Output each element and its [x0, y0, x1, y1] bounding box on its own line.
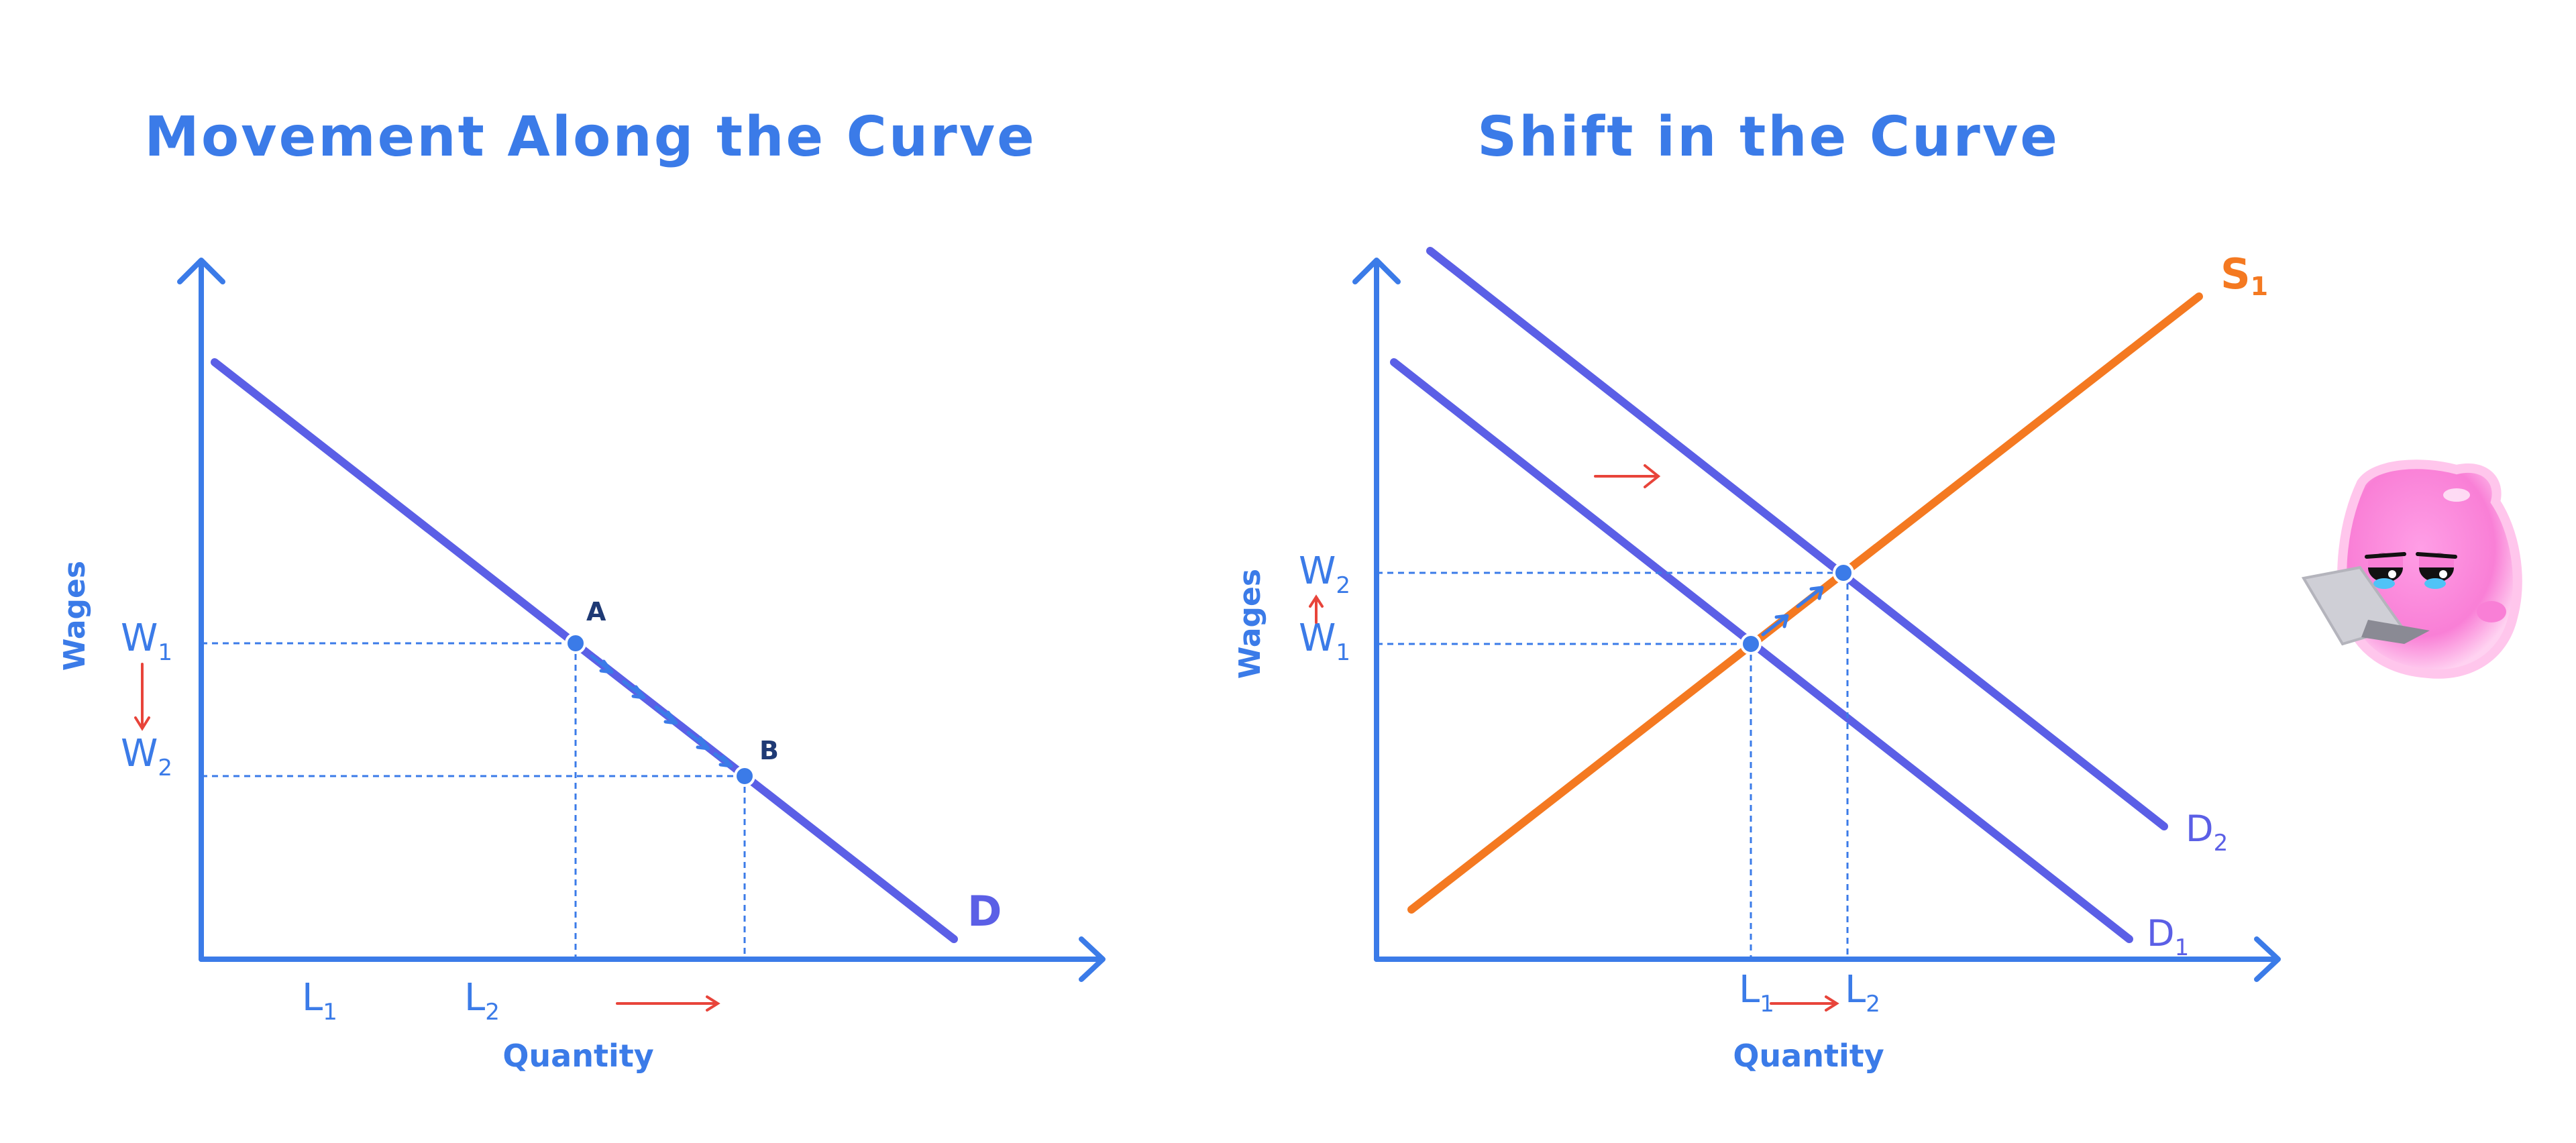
left-w2-label: W2 — [121, 732, 172, 781]
right-supply-curve — [1407, 292, 2203, 914]
right-d1-main: D — [2147, 912, 2175, 955]
right-x-axis-arrowhead — [2254, 936, 2281, 982]
left-l2-sub: 2 — [485, 999, 500, 1026]
right-supply-label: S1 — [2220, 250, 2268, 301]
left-l2-label: L2 — [464, 976, 500, 1026]
right-w2-label: W2 — [1299, 549, 1350, 599]
left-l1-sub: 1 — [323, 999, 337, 1026]
movement-arrow-2 — [622, 679, 646, 700]
left-point-b — [734, 765, 755, 787]
equilibrium-arrow-2 — [1796, 586, 1824, 608]
right-x-axis-label: Quantity — [1733, 1038, 1884, 1074]
left-panel-title: Movement Along the Curve — [144, 105, 1036, 169]
right-y-axis-arrowhead — [1352, 258, 1401, 284]
left-quantity-increase-arrow — [616, 995, 720, 1012]
right-l2-label: L2 — [1845, 968, 1880, 1018]
left-demand-curve — [211, 358, 958, 943]
right-l1-main: L — [1739, 968, 1760, 1012]
left-w1-label: W1 — [121, 616, 172, 666]
movement-arrow-3 — [654, 705, 678, 725]
right-l1-label: L1 — [1739, 968, 1774, 1018]
left-point-b-label: B — [759, 736, 779, 765]
left-guide-lines — [201, 642, 746, 959]
right-supply-sub: 1 — [2251, 272, 2268, 301]
right-guide-lines — [1377, 572, 1849, 959]
left-w2-sub: 2 — [158, 755, 172, 781]
right-w1-main: W — [1299, 616, 1336, 660]
pink-blob-with-laptop-icon — [2301, 459, 2522, 679]
laptop-icon — [2301, 565, 2430, 646]
right-l1-sub: 1 — [1760, 991, 1774, 1018]
left-l1-main: L — [302, 976, 323, 1020]
right-d1-label: D1 — [2147, 912, 2189, 961]
left-point-a-label: A — [586, 597, 606, 627]
left-w2-main: W — [121, 732, 158, 775]
right-demand-curve-d1 — [1390, 358, 2133, 943]
movement-arrow-5 — [713, 752, 733, 768]
right-w2-sub: 2 — [1336, 572, 1350, 599]
right-equilibrium-point-2 — [1833, 562, 1854, 584]
right-y-axis-label: Wages — [1233, 569, 1267, 679]
right-demand-shift-arrow — [1594, 464, 1661, 488]
left-y-axis-label: Wages — [58, 561, 92, 671]
right-axes — [1352, 258, 2281, 982]
left-l1-label: L1 — [302, 976, 337, 1026]
left-y-axis-arrowhead — [177, 258, 225, 284]
movement-arrow-4 — [686, 730, 710, 751]
left-axes — [177, 258, 1106, 982]
right-quantity-increase-arrow — [1770, 995, 1839, 1012]
mascot-eyes — [2365, 552, 2457, 589]
left-panel: Movement Along the Curve A — [58, 105, 1106, 1074]
left-x-axis-arrowhead — [1079, 936, 1106, 982]
equilibrium-arrow-1 — [1761, 614, 1789, 637]
left-x-axis-label: Quantity — [502, 1038, 653, 1074]
right-panel: Shift in the Curve — [1233, 105, 2281, 1074]
left-w1-sub: 1 — [158, 639, 172, 666]
right-supply-main: S — [2220, 250, 2251, 298]
right-panel-title: Shift in the Curve — [1477, 105, 2059, 169]
right-d2-label: D2 — [2186, 808, 2228, 857]
left-l2-main: L — [464, 976, 485, 1020]
right-w1-label: W1 — [1299, 616, 1350, 666]
right-w2-main: W — [1299, 549, 1336, 593]
right-l2-sub: 2 — [1866, 991, 1880, 1018]
right-d2-sub: 2 — [2214, 830, 2229, 857]
right-equilibrium-arrows — [1761, 586, 1824, 637]
movement-arrow-1 — [590, 654, 614, 674]
right-w1-sub: 1 — [1336, 639, 1350, 666]
right-d2-main: D — [2186, 808, 2214, 850]
mascot-hand — [2477, 601, 2506, 622]
right-wage-increase-arrow — [1309, 594, 1324, 624]
right-d1-sub: 1 — [2175, 934, 2190, 961]
mascot-highlight — [2443, 488, 2470, 502]
left-movement-arrows — [590, 654, 733, 768]
left-demand-label: D — [967, 887, 1002, 936]
left-w1-main: W — [121, 616, 158, 660]
right-demand-curve-d2 — [1426, 247, 2168, 830]
right-equilibrium-point-1 — [1740, 633, 1762, 655]
left-wage-decrease-arrow — [134, 663, 150, 731]
left-point-a — [565, 633, 586, 654]
right-l2-main: L — [1845, 968, 1866, 1012]
